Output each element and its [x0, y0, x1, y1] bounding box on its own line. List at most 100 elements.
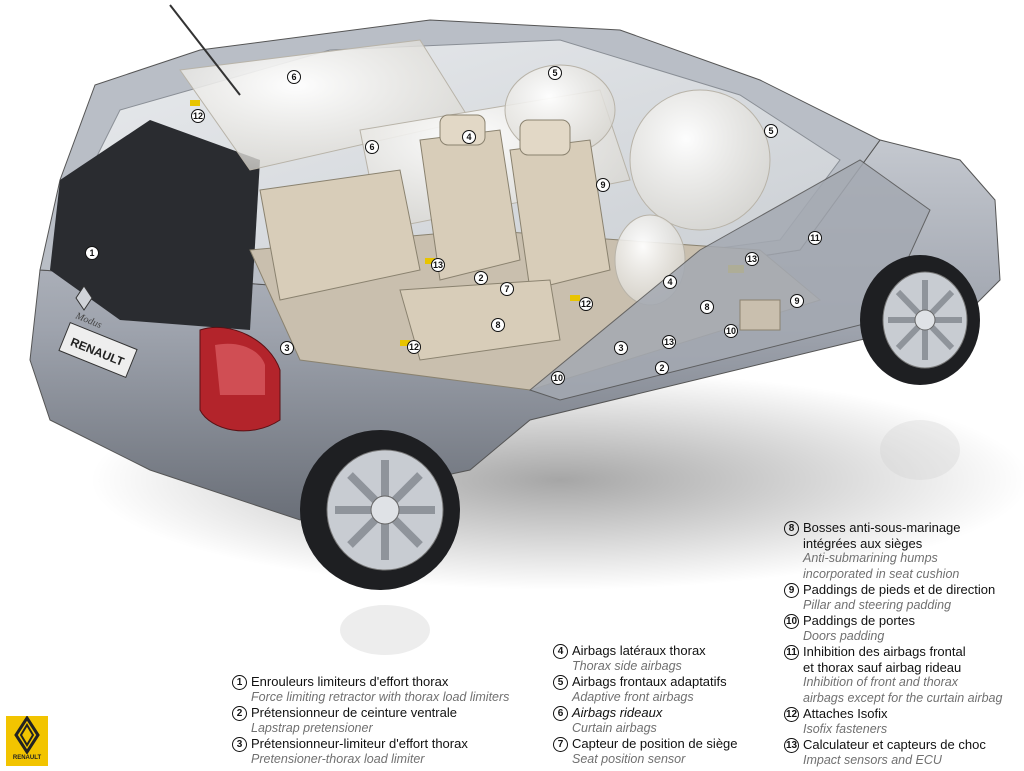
legend-label-en: Thorax side airbags [572, 658, 682, 673]
legend-item-12: 12 Attaches Isofix Isofix fasteners [784, 706, 1002, 737]
rear-seat-cushion [399, 279, 561, 361]
legend-item-1: 1 Enrouleurs limiteurs d'effort thorax F… [232, 674, 509, 705]
callout-marker-10: 10 [551, 371, 565, 385]
legend-label-fr: Airbags latéraux thorax [572, 643, 706, 658]
legend-number: 3 [232, 737, 247, 752]
legend-item-5: 5 Airbags frontaux adaptatifs Adaptive f… [553, 674, 738, 705]
legend-label-en: Adaptive front airbags [572, 689, 694, 704]
impact-sensor [425, 258, 435, 264]
callout-marker-8: 8 [700, 300, 714, 314]
antenna [169, 4, 241, 96]
callout-marker-5: 5 [548, 66, 562, 80]
legend-column-3: 8 Bosses anti-sous-marinage intégrées au… [784, 520, 1002, 768]
legend-label-en: Doors padding [803, 628, 885, 643]
legend-label-en: airbags except for the curtain airbag [803, 690, 1003, 705]
legend-item-7: 7 Capteur de position de siège Seat posi… [553, 736, 738, 767]
callout-marker-13: 13 [431, 258, 445, 272]
legend-label-fr: Calculateur et capteurs de choc [803, 737, 986, 752]
legend-label-fr: intégrées aux sièges [803, 535, 923, 551]
legend-label-en: Curtain airbags [572, 720, 657, 735]
legend-label-fr: Prétensionneur de ceinture ventrale [251, 705, 457, 720]
legend-item-2: 2 Prétensionneur de ceinture ventrale La… [232, 705, 509, 736]
callout-marker-3: 3 [614, 341, 628, 355]
callout-marker-4: 4 [462, 130, 476, 144]
renault-diamond-icon [14, 716, 40, 754]
legend-label-fr: et thorax sauf airbag rideau [803, 659, 962, 675]
legend-label-fr: Airbags frontaux adaptatifs [572, 674, 727, 689]
legend-label-en: Anti-submarining humps [803, 551, 938, 565]
legend-label-en: Pretensioner-thorax load limiter [251, 751, 425, 766]
legend-number: 1 [232, 675, 247, 690]
license-plate [58, 321, 138, 379]
legend-item-9: 9 Paddings de pieds et de direction Pill… [784, 582, 1002, 613]
rear-diamond-logo [75, 285, 93, 311]
legend-number: 7 [553, 737, 568, 752]
callout-marker-8: 8 [491, 318, 505, 332]
legend-label-en: Lapstrap pretensioner [251, 720, 373, 735]
legend-label-fr: Paddings de portes [803, 613, 916, 628]
rear-wheel-hub [370, 495, 400, 525]
legend-number: 11 [784, 645, 799, 660]
callout-marker-4: 4 [663, 275, 677, 289]
legend-item-4: 4 Airbags latéraux thorax Thorax side ai… [553, 643, 738, 674]
legend-label-fr: Enrouleurs limiteurs d'effort thorax [251, 674, 449, 689]
legend-number: 10 [784, 614, 799, 629]
callout-marker-2: 2 [655, 361, 669, 375]
callout-marker-2: 2 [474, 271, 488, 285]
isofix-fastener [190, 100, 200, 106]
legend-label-fr: Airbags rideaux [572, 705, 663, 720]
isofix-fastener [570, 295, 580, 301]
legend-number: 8 [784, 521, 799, 536]
renault-logo: RENAULT [6, 716, 48, 766]
front-wheel-hub [914, 309, 936, 331]
callout-marker-6: 6 [287, 70, 301, 84]
isofix-fastener [400, 340, 410, 346]
legend-number: 6 [553, 706, 568, 721]
legend-item-6: 6 Airbags rideaux Curtain airbags [553, 705, 738, 736]
legend-label-fr: Attaches Isofix [803, 706, 888, 721]
legend-number: 13 [784, 738, 799, 753]
legend-item-8: 8 Bosses anti-sous-marinage intégrées au… [784, 520, 1002, 582]
rear-seat-back [259, 169, 421, 301]
callout-marker-11: 11 [808, 231, 822, 245]
wheel-reflection [340, 605, 430, 655]
legend-column-1: 1 Enrouleurs limiteurs d'effort thorax F… [232, 674, 509, 767]
callout-marker-1: 1 [85, 246, 99, 260]
legend-label-en: Seat position sensor [572, 751, 686, 766]
legend-number: 4 [553, 644, 568, 659]
legend-number: 5 [553, 675, 568, 690]
wheel-reflection [880, 420, 960, 480]
legend-label-fr: Bosses anti-sous-marinage [803, 520, 961, 535]
legend-label-en: Pillar and steering padding [803, 597, 952, 612]
legend-number: 2 [232, 706, 247, 721]
callout-marker-5: 5 [764, 124, 778, 138]
rear-hatch-opening [50, 120, 260, 330]
legend-item-3: 3 Prétensionneur-limiteur d'effort thora… [232, 736, 509, 767]
callout-marker-13: 13 [662, 335, 676, 349]
legend-label-fr: Prétensionneur-limiteur d'effort thorax [251, 736, 468, 751]
legend-number: 12 [784, 707, 799, 722]
legend-item-11: 11 Inhibition des airbags frontal et tho… [784, 644, 1002, 706]
legend-item-10: 10 Paddings de portes Doors padding [784, 613, 1002, 644]
door-padding [739, 299, 781, 331]
legend-label-fr: Inhibition des airbags frontal [803, 644, 966, 659]
callout-marker-9: 9 [596, 178, 610, 192]
legend-label-en: Force limiting retractor with thorax loa… [251, 689, 510, 704]
logo-text: RENAULT [12, 755, 42, 761]
legend-label-en: Isofix fasteners [803, 721, 888, 736]
callout-marker-7: 7 [500, 282, 514, 296]
front-airbag-passenger [629, 89, 771, 231]
callout-marker-9: 9 [790, 294, 804, 308]
callout-marker-12: 12 [579, 297, 593, 311]
legend-label-fr: Paddings de pieds et de direction [803, 582, 996, 597]
callout-marker-12: 12 [407, 340, 421, 354]
legend-label-en: Inhibition of front and thorax [803, 675, 958, 689]
callout-marker-12: 12 [191, 109, 205, 123]
headrest-right [519, 119, 571, 156]
legend-label-fr: Capteur de position de siège [572, 736, 738, 751]
legend-item-13: 13 Calculateur et capteurs de choc Impac… [784, 737, 1002, 768]
callout-marker-13: 13 [745, 252, 759, 266]
taillight-reflection [215, 343, 265, 395]
legend-number: 9 [784, 583, 799, 598]
